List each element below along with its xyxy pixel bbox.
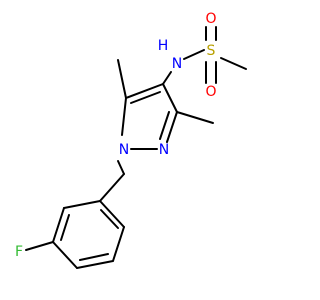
bond-n2-c3-inner: [159, 111, 170, 140]
bond-c4-c5: [125, 83, 164, 99]
bond-ch2-ar: [99, 173, 125, 202]
bond-ar4-ar5: [52, 241, 78, 269]
oxygen-bottom-label: O: [205, 84, 216, 100]
bond-ar1-ar2-inner: [100, 209, 119, 229]
oxygen-top-label: O: [205, 11, 216, 27]
bond-ar6-ar1: [63, 200, 101, 209]
molecule-diagram: H N S O O N N F: [15, 11, 247, 269]
pyrazole-n1-label: N: [119, 142, 129, 158]
nh-hydrogen-label: H: [158, 38, 169, 54]
bond-n2-c3: [166, 111, 178, 143]
amide-nitrogen-label: N: [172, 56, 182, 72]
bond-c3-methyl: [176, 111, 214, 124]
bond-c3-c4: [162, 83, 178, 113]
bond-n1-ch2: [117, 160, 125, 175]
atom-labels: H N S O O N N F: [15, 11, 217, 260]
bond-s-methyl: [220, 57, 247, 70]
bond-ar3-ar4: [76, 260, 114, 269]
bond-ar2-ar3: [112, 226, 125, 262]
bond-ar5-ar6: [52, 207, 65, 243]
bond-c4-n-amide: [162, 71, 172, 85]
bond-c4-c5-inner: [130, 91, 161, 104]
fluorine-label: F: [15, 244, 23, 260]
bond-c5-methyl: [117, 59, 127, 99]
bond-ar5-f: [25, 241, 54, 251]
bond-ar1-ar2: [99, 200, 125, 228]
pyrazole-n2-label: N: [159, 142, 169, 158]
bond-n-amide-s: [183, 49, 205, 60]
bond-ar5-ar6-inner: [60, 214, 70, 241]
bond-c5-n1: [121, 97, 127, 136]
bond-ar3-ar4-inner: [79, 253, 109, 261]
bonds: [25, 26, 247, 269]
sulfur-label: S: [207, 43, 216, 59]
